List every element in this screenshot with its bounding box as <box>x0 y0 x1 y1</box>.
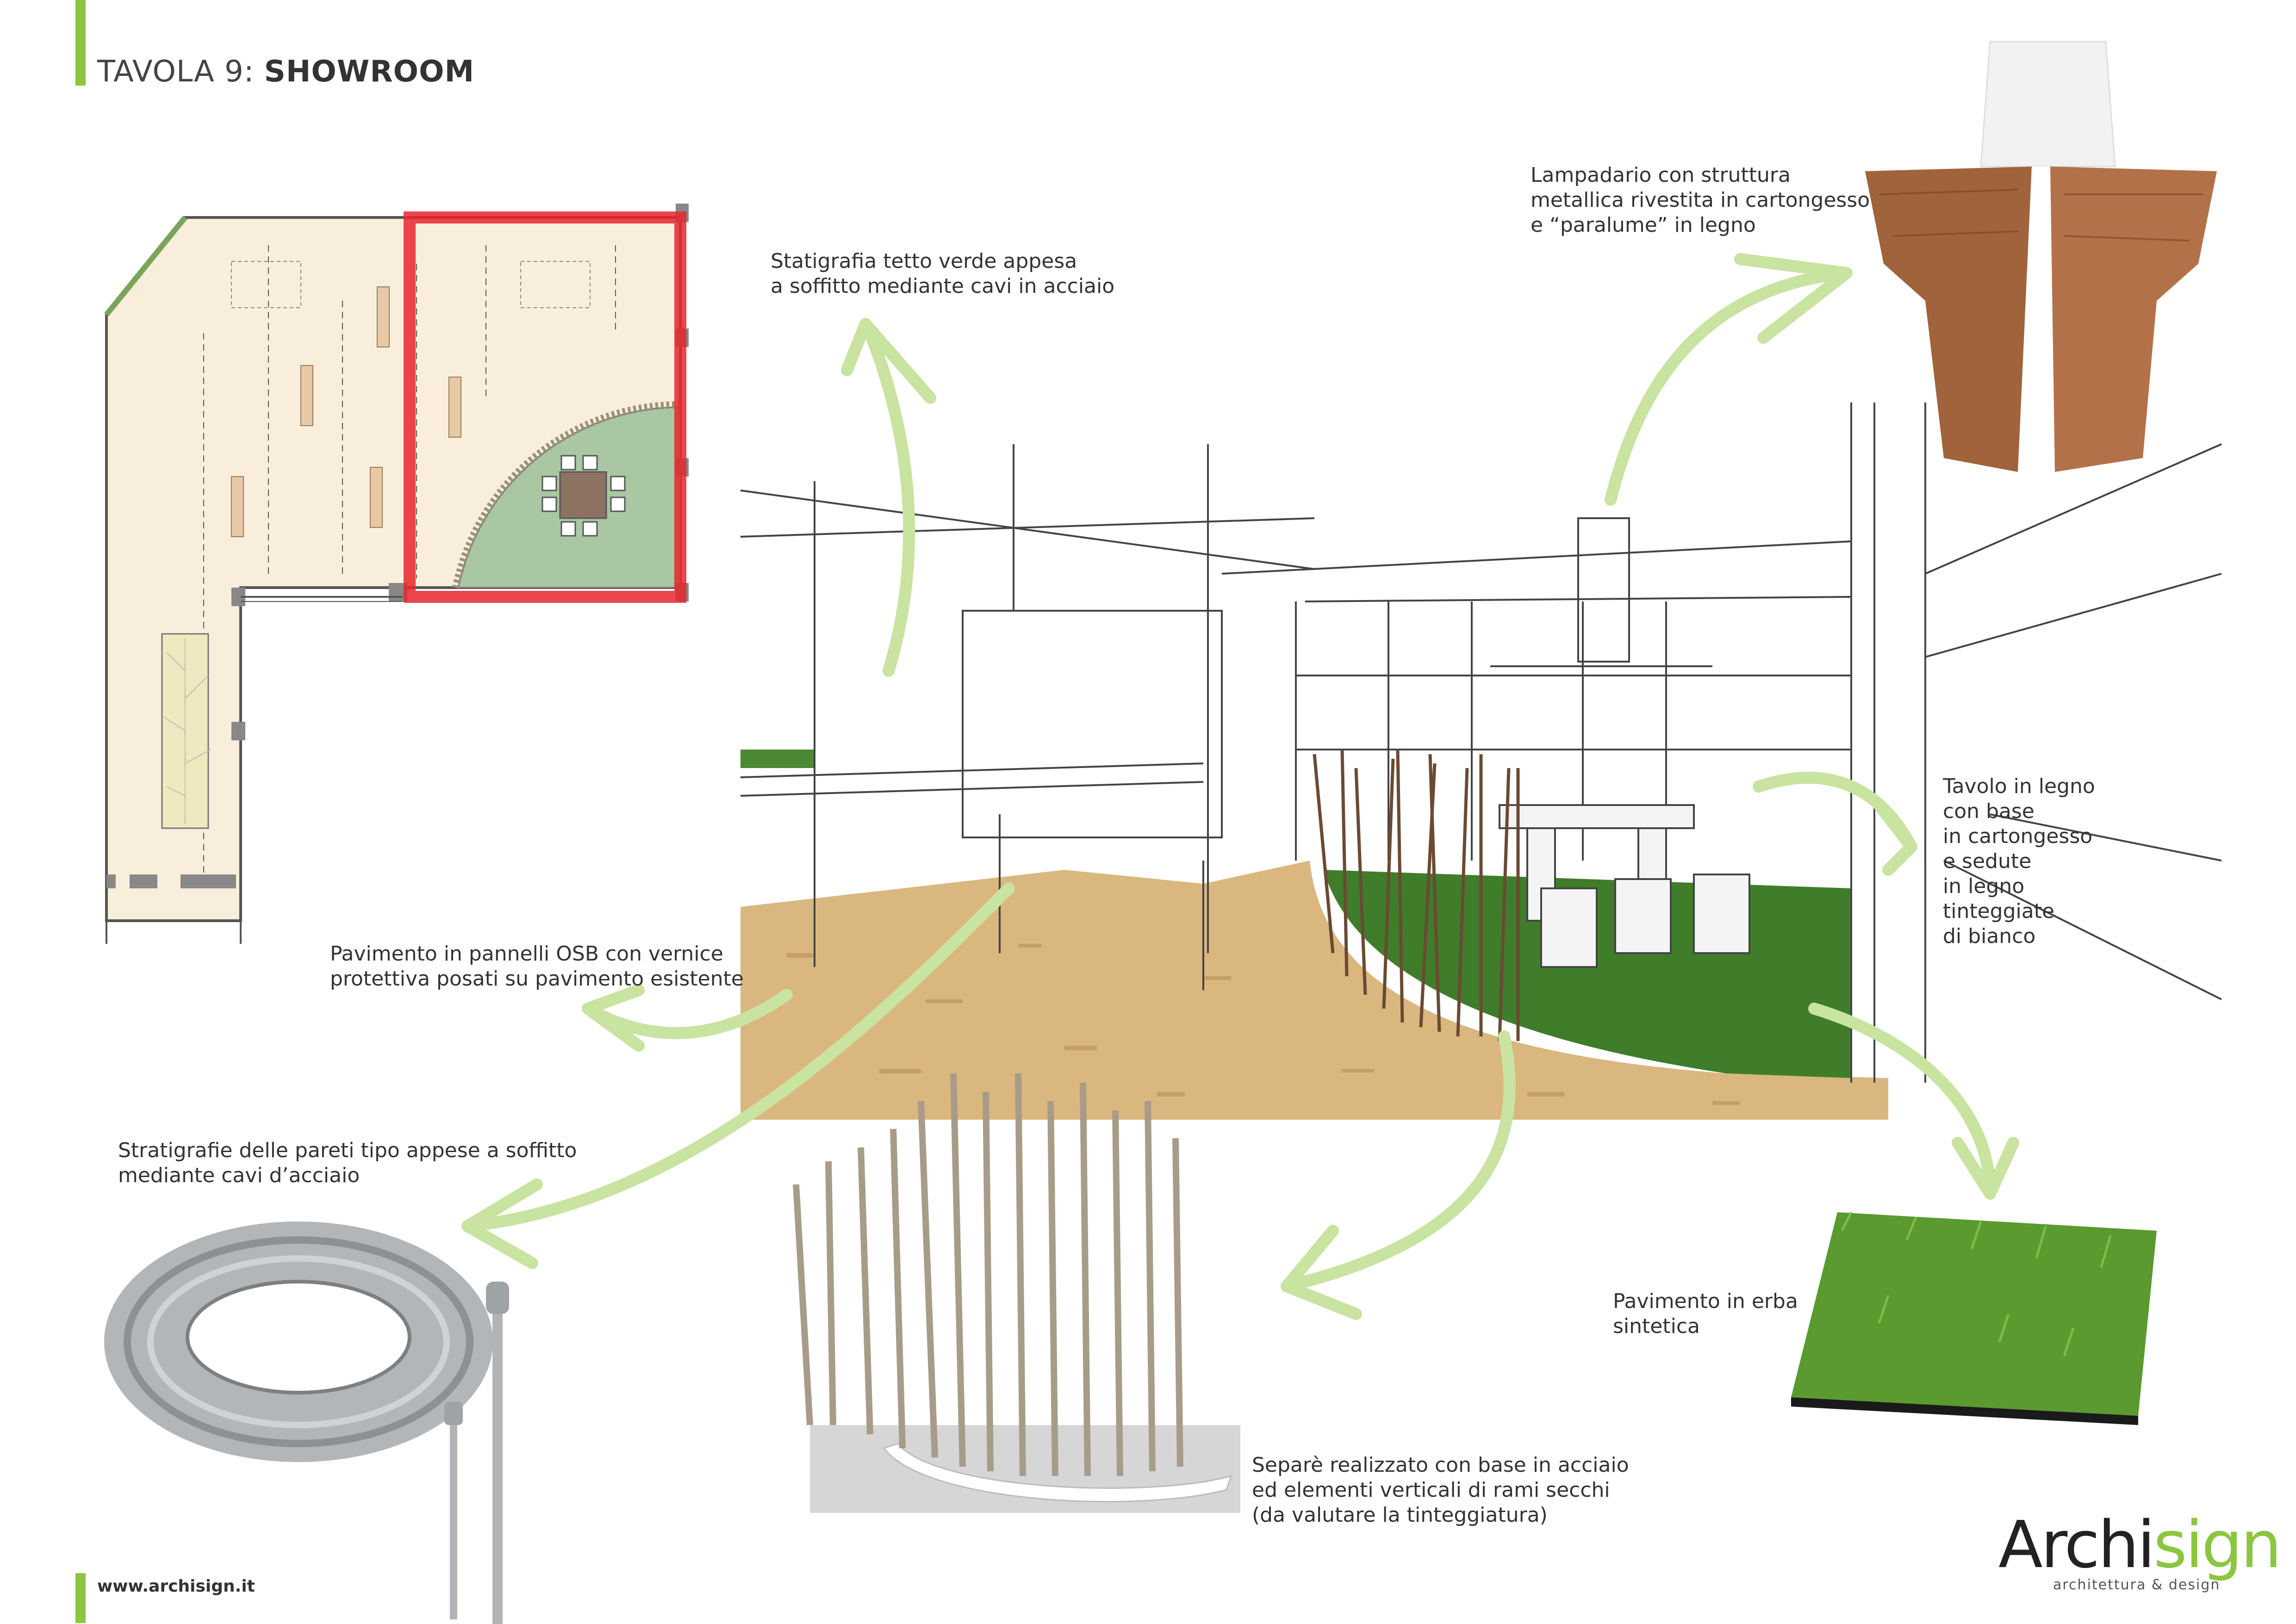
artificial-grass-image <box>1791 1211 2157 1425</box>
website-link[interactable]: www.archisign.it <box>97 1577 255 1596</box>
steel-cable-coil-image <box>104 1221 493 1462</box>
archisign-logo: Archisign architettura & design <box>1998 1513 2282 1593</box>
footer-accent-bar <box>75 1573 86 1623</box>
arrow-divider <box>1281 1030 1516 1292</box>
logo-word-sign: sign <box>2153 1507 2282 1583</box>
sketch-osb-floor <box>740 861 1888 1120</box>
chandelier-image <box>1865 41 2217 472</box>
showroom-perspective-sketch <box>740 403 2222 1120</box>
page-title-main: SHOWROOM <box>264 55 475 89</box>
note-floor-osb: Pavimento in pannelli OSB con vernice pr… <box>330 942 744 991</box>
note-divider: Separè realizzato con base in acciaio ed… <box>1252 1453 1629 1527</box>
arrow-floor-osb <box>582 989 793 1039</box>
logo-tagline: architettura & design <box>2053 1577 2221 1593</box>
note-table: Tavolo in legno con base in cartongesso … <box>1943 775 2095 948</box>
logo-wordmark: Archisign <box>1998 1513 2282 1578</box>
sketch-table <box>1499 804 1695 829</box>
note-green-roof: Statigrafia tetto verde appesa a soffitt… <box>771 249 1115 298</box>
arrow-green-roof <box>864 327 915 677</box>
page-title: TAVOLA 9: SHOWROOM <box>97 55 474 89</box>
note-chandelier: Lampadario con struttura metallica rives… <box>1531 163 1870 237</box>
cable-terminal-image <box>444 1282 509 1624</box>
header-accent-bar <box>75 0 86 86</box>
arrow-chandelier <box>1605 267 1853 506</box>
floor-plan-showroom-highlight <box>404 211 686 603</box>
page-title-prefix: TAVOLA 9: <box>97 55 264 89</box>
branch-divider-image <box>793 1073 1240 1513</box>
floor-plan-table <box>559 471 607 519</box>
logo-word-archi: Archi <box>1998 1507 2155 1583</box>
note-walls: Stratigrafie delle pareti tipo appese a … <box>118 1139 577 1187</box>
floor-plan <box>104 204 689 944</box>
sketch-branch-divider <box>1313 749 1520 1041</box>
note-grass: Pavimento in erba sintetica <box>1613 1289 1798 1338</box>
arrow-grass <box>1808 1003 1996 1200</box>
arrow-walls <box>461 882 1015 1232</box>
